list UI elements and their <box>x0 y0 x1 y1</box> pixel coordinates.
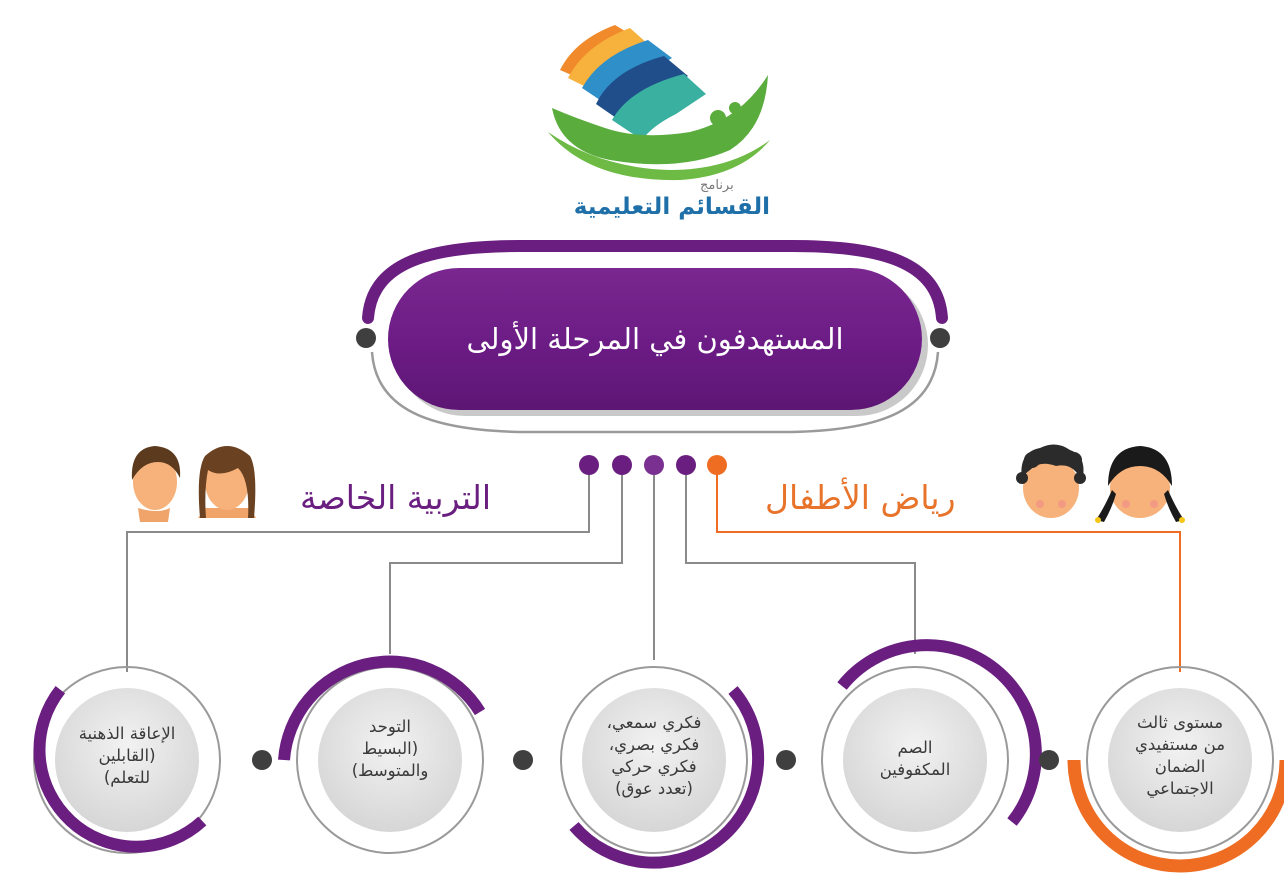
connector-line-5 <box>716 475 1181 672</box>
category-circle-intellectual-disability <box>33 666 272 854</box>
connector-line-4 <box>685 475 916 654</box>
connector-dot-3 <box>644 455 664 475</box>
circle-4-line-2: المكفوفين <box>879 760 951 779</box>
header-pill: المستهدفون في المرحلة الأولى <box>388 268 922 410</box>
circle-text-intellectual-disability: الإعاقة الذهنية (القابلين للتعلم) <box>42 723 212 789</box>
circle-5-line-4: الاجتماعي <box>1146 779 1214 798</box>
circle-3-line-3: فكري حركي <box>611 757 697 776</box>
category-circle-autism <box>278 655 533 854</box>
connector-dot-2 <box>612 455 632 475</box>
connector-line-2 <box>389 475 623 654</box>
circle-5-line-2: من مستفيدي <box>1134 735 1226 754</box>
circle-2-line-2: (البسيط <box>361 739 419 758</box>
header-ring-purple <box>362 240 948 324</box>
category-circle-multiple-disabilities <box>560 666 796 869</box>
connector-dot-4 <box>676 455 696 475</box>
circle-1-line-2: (القابلين <box>98 746 156 765</box>
header-left-node <box>356 328 376 348</box>
circle-3-line-2: فكري بصري، <box>608 735 700 754</box>
circle-4-line-1: الصم <box>897 738 933 757</box>
circle-5-line-1: مستوى ثالث <box>1136 713 1224 732</box>
circle-text-multiple-disabilities: فكري سمعي، فكري بصري، فكري حركي (تعدد عو… <box>569 712 739 800</box>
header-right-node <box>930 328 950 348</box>
connector-line-1 <box>126 475 590 672</box>
special-education-children-icon <box>131 446 256 522</box>
circle-1-line-1: الإعاقة الذهنية <box>78 724 176 743</box>
branch-label-kindergarten: رياض الأطفال <box>765 478 956 517</box>
logo-program-name: القسائم التعليمية <box>573 194 770 220</box>
circle-text-social-security: مستوى ثالث من مستفيدي الضمان الاجتماعي <box>1095 712 1265 800</box>
category-circle-deaf-blind <box>821 639 1059 854</box>
branch-label-special-education: التربية الخاصة <box>300 478 492 517</box>
circle-1-line-3: للتعلم) <box>103 768 151 787</box>
logo-program-word: برنامج <box>700 178 734 193</box>
connector-dot-1 <box>579 455 599 475</box>
circle-text-deaf-blind: الصم المكفوفين <box>830 737 1000 781</box>
circle-5-line-3: الضمان <box>1154 757 1206 776</box>
logo-graphic <box>548 25 770 181</box>
page-title: المستهدفون في المرحلة الأولى <box>466 322 844 356</box>
circle-2-line-1: التوحد <box>369 717 411 736</box>
category-circle-social-security <box>1067 666 1284 873</box>
circle-3-line-1: فكري سمعي، <box>606 713 702 732</box>
circle-3-line-4: (تعدد عوق) <box>615 779 693 798</box>
header-ring-gray <box>370 351 940 434</box>
kindergarten-children-icon <box>1016 444 1185 523</box>
connector-dot-5 <box>707 455 727 475</box>
circle-text-autism: التوحد (البسيط والمتوسط) <box>305 716 475 782</box>
circle-2-line-3: والمتوسط) <box>351 761 429 780</box>
